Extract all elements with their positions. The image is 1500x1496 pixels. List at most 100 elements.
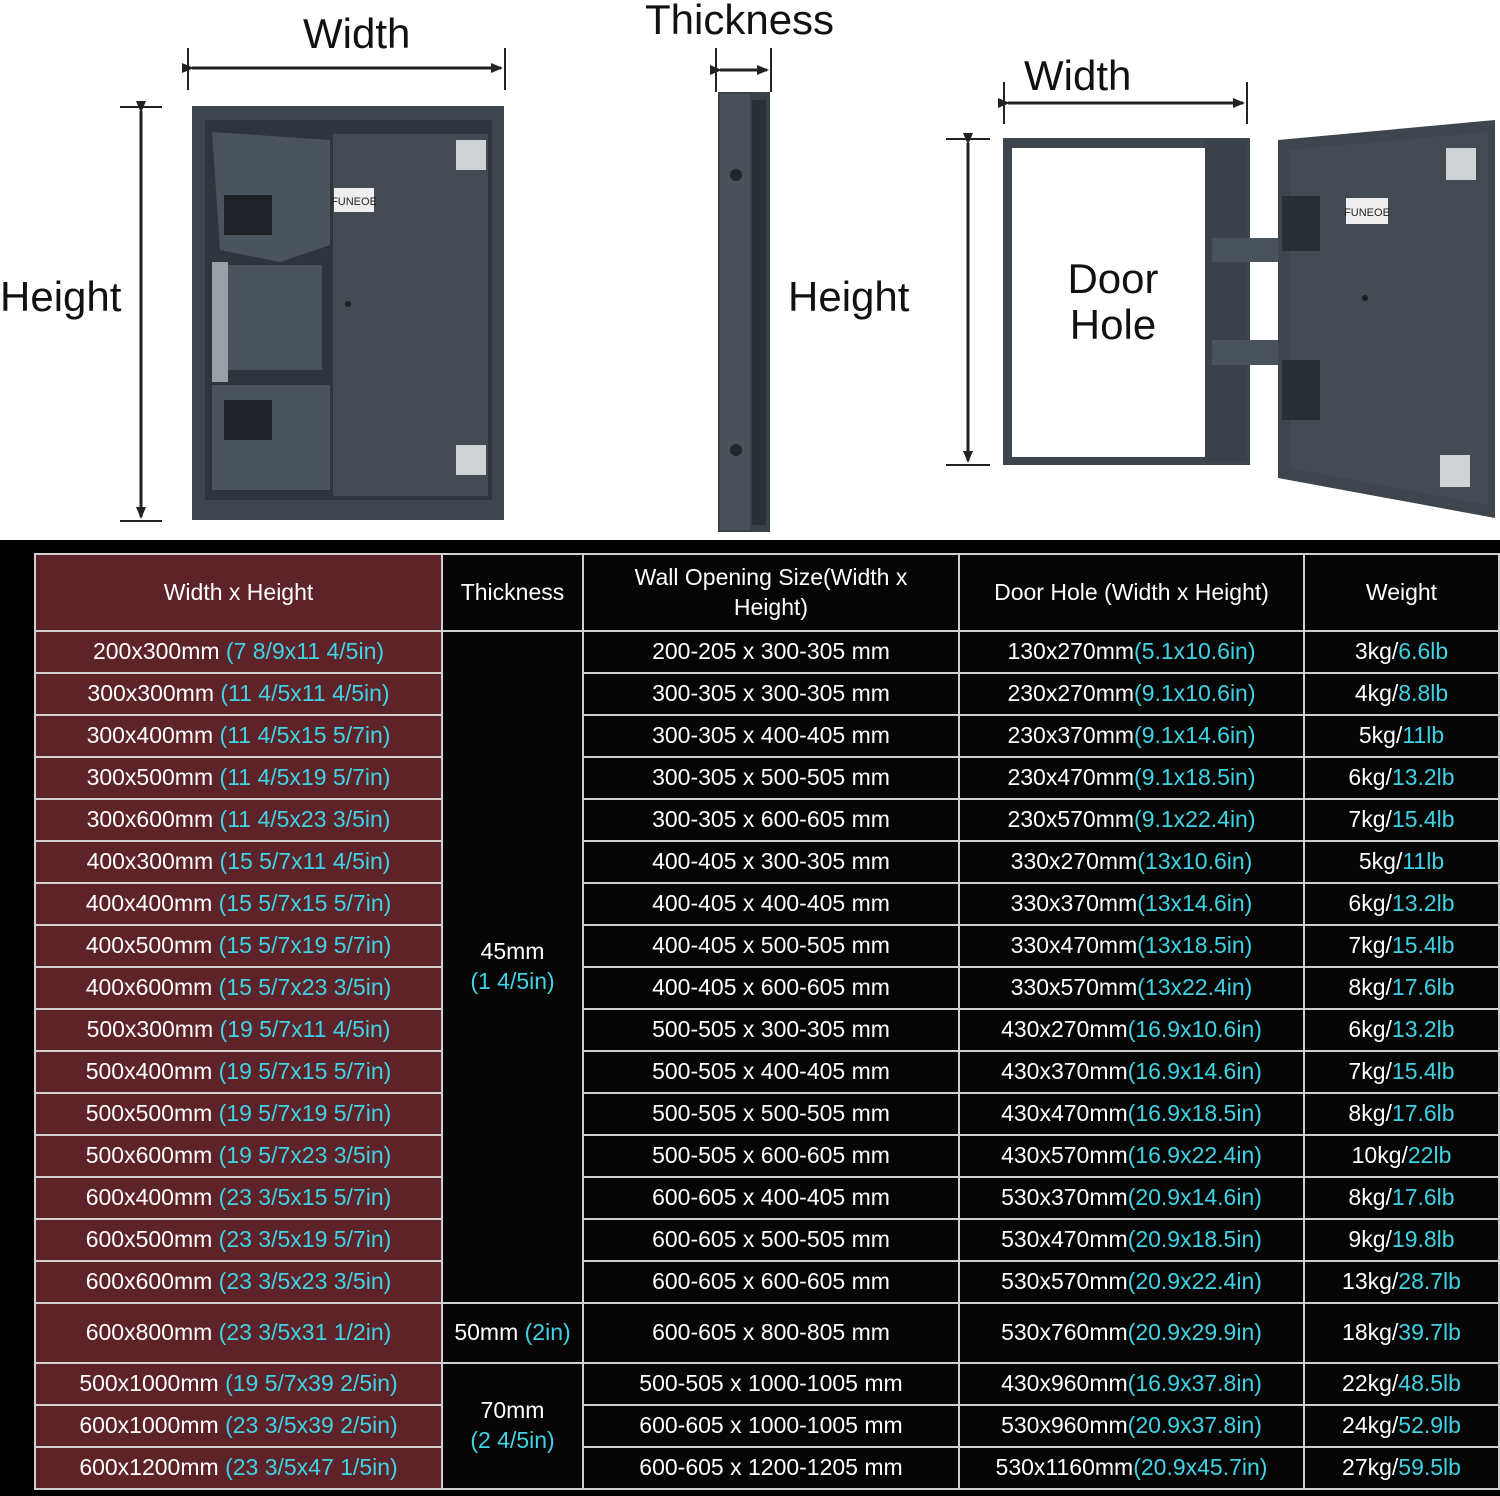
size-cell: 400x600mm (15 5/7x23 3/5in) bbox=[34, 966, 443, 1010]
weight-cell: 5kg/11lb bbox=[1303, 840, 1500, 884]
size-inches: (11 4/5x23 3/5in) bbox=[219, 806, 391, 833]
front-door-panel: FUNEOE bbox=[192, 106, 504, 520]
size-mm: 300x500mm bbox=[86, 764, 214, 791]
wall-opening-cell: 500-505 x 500-505 mm bbox=[582, 1092, 960, 1136]
size-inches: (15 5/7x19 5/7in) bbox=[218, 932, 392, 959]
door-hole-inches: (9.1x14.6in) bbox=[1134, 722, 1256, 749]
size-mm: 300x600mm bbox=[86, 806, 214, 833]
weight-cell: 7kg/15.4lb bbox=[1303, 924, 1500, 968]
size-cell: 500x400mm (19 5/7x15 5/7in) bbox=[34, 1050, 443, 1094]
table-row: 600x600mm (23 3/5x23 3/5in) 600-605 x 600… bbox=[34, 1260, 1500, 1304]
size-mm: 300x300mm bbox=[87, 680, 214, 707]
thickness-mm: 70mm bbox=[480, 1397, 545, 1424]
weight-cell: 22kg/48.5lb bbox=[1303, 1362, 1500, 1406]
door-hole-mm: 330x270mm bbox=[1010, 848, 1138, 875]
front-width-label: Width bbox=[303, 10, 411, 57]
weight-cell: 9kg/19.8lb bbox=[1303, 1218, 1500, 1262]
header-width-height: Width x Height bbox=[34, 553, 443, 632]
wall-opening-value: 500-505 x 500-505 mm bbox=[652, 1100, 890, 1127]
weight-lb: 11lb bbox=[1402, 722, 1445, 749]
door-hole-cell: 430x570mm(16.9x22.4in) bbox=[958, 1134, 1305, 1178]
wall-opening-value: 300-305 x 500-505 mm bbox=[652, 764, 890, 791]
size-cell: 400x500mm (15 5/7x19 5/7in) bbox=[34, 924, 443, 968]
wall-opening-cell: 600-605 x 800-805 mm bbox=[582, 1302, 960, 1364]
weight-kg: 6kg/ bbox=[1348, 1016, 1392, 1043]
weight-lb: 15.4lb bbox=[1391, 932, 1455, 959]
door-hole-cell: 430x470mm(16.9x18.5in) bbox=[958, 1092, 1305, 1136]
table-row: 600x1000mm (23 3/5x39 2/5in)600-605 x 10… bbox=[34, 1404, 1500, 1448]
size-cell: 200x300mm (7 8/9x11 4/5in) bbox=[34, 630, 443, 674]
weight-lb: 8.8lb bbox=[1398, 680, 1449, 707]
weight-lb: 48.5lb bbox=[1398, 1370, 1461, 1397]
wall-opening-cell: 400-405 x 300-305 mm bbox=[582, 840, 960, 884]
weight-cell: 13kg/28.7lb bbox=[1303, 1260, 1500, 1304]
door-hole-inches: (13x22.4in) bbox=[1137, 974, 1253, 1001]
weight-cell: 3kg/6.6lb bbox=[1303, 630, 1500, 674]
door-hole-inches: (16.9x14.6in) bbox=[1127, 1058, 1262, 1085]
thickness-inches: (2in) bbox=[524, 1319, 571, 1346]
table-header-row: Width x Height Thickness Wall Opening Si… bbox=[34, 553, 1500, 632]
thickness-cell: 50mm (2in) bbox=[441, 1302, 584, 1364]
door-hole-mm: 330x470mm bbox=[1010, 932, 1138, 959]
size-inches: (23 3/5x23 3/5in) bbox=[218, 1268, 392, 1295]
size-cell: 600x800mm (23 3/5x31 1/2in) bbox=[34, 1302, 443, 1364]
door-hole-inches: (20.9x22.4in) bbox=[1127, 1268, 1262, 1295]
size-mm: 600x1000mm bbox=[79, 1412, 219, 1439]
table-row: 600x500mm (23 3/5x19 5/7in)600-605 x 500… bbox=[34, 1218, 1500, 1262]
door-hole-cell: 330x470mm(13x18.5in) bbox=[958, 924, 1305, 968]
weight-kg: 8kg/ bbox=[1348, 1100, 1392, 1127]
weight-cell: 6kg/13.2lb bbox=[1303, 882, 1500, 926]
door-hole-cell: 530x570mm(20.9x22.4in) bbox=[958, 1260, 1305, 1304]
open-door-leaf: FUNEOE bbox=[1278, 120, 1495, 518]
door-hole-cell: 130x270mm(5.1x10.6in) bbox=[958, 630, 1305, 674]
table-row: 500x600mm (19 5/7x23 3/5in)500-505 x 600… bbox=[34, 1134, 1500, 1178]
weight-lb: 52.9lb bbox=[1398, 1412, 1461, 1439]
open-width-label: Width bbox=[1024, 52, 1132, 99]
weight-cell: 6kg/13.2lb bbox=[1303, 756, 1500, 800]
weight-cell: 8kg/17.6lb bbox=[1303, 1176, 1500, 1220]
size-inches: (23 3/5x47 1/5in) bbox=[225, 1454, 398, 1481]
wall-opening-cell: 600-605 x 600-605 mm bbox=[582, 1260, 960, 1304]
weight-kg: 7kg/ bbox=[1348, 806, 1392, 833]
table-row: 200x300mm (7 8/9x11 4/5in)45mm(1 4/5in)2… bbox=[34, 630, 1500, 1304]
size-cell: 600x400mm (23 3/5x15 5/7in) bbox=[34, 1176, 443, 1220]
weight-lb: 39.7lb bbox=[1398, 1319, 1461, 1346]
weight-lb: 13.2lb bbox=[1391, 764, 1455, 791]
weight-lb: 13.2lb bbox=[1391, 890, 1455, 917]
front-height-label: Height bbox=[0, 273, 122, 320]
wall-opening-value: 600-605 x 600-605 mm bbox=[652, 1268, 890, 1295]
size-mm: 600x500mm bbox=[85, 1226, 213, 1253]
weight-lb: 15.4lb bbox=[1391, 1058, 1455, 1085]
spec-table-area: Width x Height Thickness Wall Opening Si… bbox=[0, 540, 1500, 1496]
wall-opening-cell: 600-605 x 1000-1005 mm bbox=[582, 1404, 960, 1448]
size-inches: (11 4/5x19 5/7in) bbox=[219, 764, 391, 791]
wall-opening-value: 200-205 x 300-305 mm bbox=[652, 638, 890, 665]
wall-opening-value: 300-305 x 400-405 mm bbox=[652, 722, 890, 749]
door-hole-inches: (16.9x18.5in) bbox=[1127, 1100, 1262, 1127]
size-cell: 600x600mm (23 3/5x23 3/5in) bbox=[34, 1260, 443, 1304]
wall-opening-cell: 400-405 x 500-505 mm bbox=[582, 924, 960, 968]
door-hole-inches: (9.1x10.6in) bbox=[1134, 680, 1256, 707]
door-hole-mm: 530x1160mm bbox=[995, 1454, 1134, 1481]
size-spec-table: Width x Height Thickness Wall Opening Si… bbox=[34, 553, 1500, 1490]
size-mm: 500x400mm bbox=[85, 1058, 213, 1085]
door-hole-mm: 330x570mm bbox=[1010, 974, 1138, 1001]
open-width-arrow bbox=[998, 82, 1248, 124]
wall-opening-cell: 200-205 x 300-305 mm bbox=[582, 630, 960, 674]
wall-opening-cell: 500-505 x 300-305 mm bbox=[582, 1008, 960, 1052]
size-inches: (7 8/9x11 4/5in) bbox=[225, 638, 385, 665]
wall-opening-cell: 400-405 x 600-605 mm bbox=[582, 966, 960, 1010]
weight-cell: 4kg/8.8lb bbox=[1303, 672, 1500, 716]
thickness-mm: 45mm bbox=[480, 938, 545, 965]
weight-cell: 8kg/17.6lb bbox=[1303, 1092, 1500, 1136]
size-mm: 200x300mm bbox=[92, 638, 220, 665]
table-row: 300x500mm (11 4/5x19 5/7in) 300-305 x 500… bbox=[34, 756, 1500, 800]
size-cell: 500x300mm (19 5/7x11 4/5in) bbox=[34, 1008, 443, 1052]
weight-kg: 24kg/ bbox=[1342, 1412, 1399, 1439]
door-hole-mm: 430x370mm bbox=[1001, 1058, 1128, 1085]
door-hole-inches: (16.9x37.8in) bbox=[1127, 1370, 1262, 1397]
wall-opening-value: 300-305 x 300-305 mm bbox=[652, 680, 890, 707]
door-hole-cell: 230x470mm(9.1x18.5in) bbox=[958, 756, 1305, 800]
front-height-arrow bbox=[120, 101, 162, 522]
door-hole-inches: (20.9x37.8in) bbox=[1127, 1412, 1262, 1439]
